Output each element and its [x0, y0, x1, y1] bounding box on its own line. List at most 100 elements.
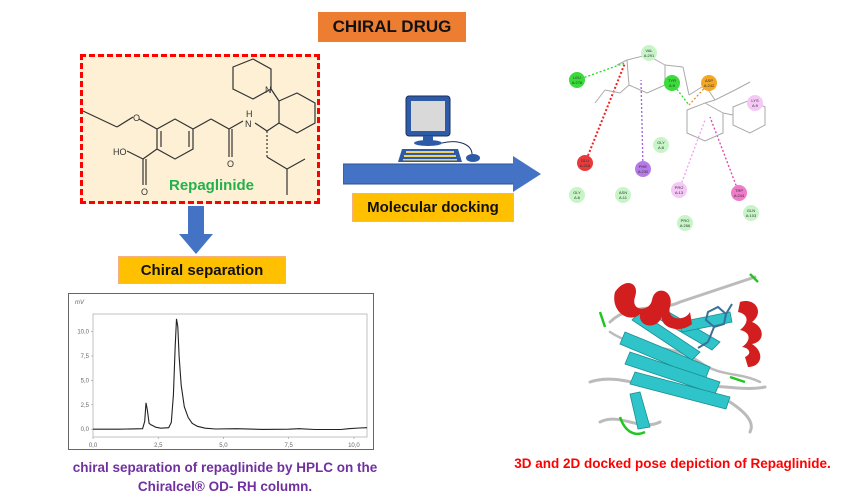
residue-name: GLN: [747, 208, 755, 213]
residue-circle: [653, 137, 669, 153]
residue-name: TRP: [735, 188, 743, 193]
residue-circle: [731, 185, 747, 201]
residue-circle: [635, 161, 651, 177]
atom-label-n: N: [245, 119, 252, 129]
residue-id: A:244: [734, 193, 745, 198]
phenyl-ring: [278, 92, 316, 134]
residue-name: VAL: [645, 48, 653, 53]
y-tick-label: 2,5: [81, 403, 90, 409]
x-tick-label: 7,5: [285, 443, 294, 449]
residue-id: A:276: [572, 80, 583, 85]
y-axis-label: mV: [75, 300, 85, 306]
residue-circle: [577, 155, 593, 171]
residue-id: A:11: [619, 195, 628, 200]
residue-name: GLY: [657, 140, 665, 145]
interaction-line: [709, 116, 740, 194]
docking-caption: 3D and 2D docked pose depiction of Repag…: [514, 456, 831, 471]
hplc-caption: chiral separation of repaglinide by HPLC…: [60, 458, 390, 496]
residue-name: LEU: [573, 75, 581, 80]
desktop-computer-icon: [398, 95, 480, 162]
hplc-chromatogram-frame: mVmin0,02,55,07,510,00,02,55,07,510,0: [68, 293, 374, 456]
x-tick-label: 0,0: [89, 443, 98, 449]
atom-label-o: O: [227, 159, 234, 169]
residue-name: ASP: [705, 78, 713, 83]
residue-circle: [701, 75, 717, 91]
residue-circle: [569, 72, 585, 88]
residue-name: TYR: [668, 78, 676, 83]
residue-id: A:6: [574, 195, 581, 200]
x-tick-label: 5,0: [219, 443, 228, 449]
residue-name: GLY: [573, 190, 581, 195]
residue-id: A:230: [638, 169, 649, 174]
x-tick-label: 10,0: [348, 443, 360, 449]
arrow-right-icon: [343, 156, 541, 192]
residue-name: ASN: [619, 190, 627, 195]
residue-circle: [743, 205, 759, 221]
residue-circle: [615, 187, 631, 203]
residue-circle: [641, 45, 657, 61]
ligand-sticks: [697, 303, 733, 349]
residue-id: A:13: [675, 190, 684, 195]
interaction-line: [576, 62, 626, 81]
interaction-line: [640, 79, 644, 170]
interaction-line: [584, 62, 626, 164]
y-tick-label: 5,0: [81, 378, 90, 384]
residue-name: GLU: [581, 158, 589, 163]
residue-name: LYS: [751, 98, 759, 103]
residue-circle: [671, 182, 687, 198]
residue-name: PRO: [675, 185, 684, 190]
molecule-structure-box: O HO O O N H N Repaglinide: [80, 54, 320, 204]
benzoic-ring: [156, 118, 194, 160]
residue-circle: [747, 95, 763, 111]
interaction-line: [678, 119, 706, 191]
ligand-skeleton: [594, 54, 766, 142]
residue-circle: [664, 75, 680, 91]
residue-name: PRO: [681, 218, 690, 223]
repaglinide-structure: O HO O O N H N: [82, 58, 316, 197]
hplc-caption-line2: Chiralcel® OD- RH column.: [137, 479, 313, 494]
atom-label-ho: HO: [113, 147, 127, 157]
atom-label-n: N: [265, 85, 272, 95]
residue-circle: [569, 187, 585, 203]
residue-id: A:291: [644, 53, 655, 58]
hplc-caption-line1: chiral separation of repaglinide by HPLC…: [72, 460, 378, 475]
atom-label-o: O: [133, 113, 140, 123]
docking-3d-protein-structure: [588, 273, 767, 436]
atom-label-o: O: [141, 187, 148, 197]
atom-label-h: H: [246, 109, 253, 119]
residue-id: A:103: [746, 213, 757, 218]
plot-area: [92, 313, 368, 438]
molecular-docking-label: Molecular docking: [352, 193, 514, 222]
residue-id: A:9: [669, 83, 676, 88]
arrow-down-icon: [179, 206, 213, 254]
y-tick-label: 10,0: [77, 330, 89, 336]
residue-id: A:8: [658, 145, 665, 150]
y-tick-label: 0,0: [81, 427, 90, 433]
diagram-title: CHIRAL DRUG: [318, 12, 466, 42]
chromatogram-line: [93, 318, 368, 431]
residue-circle: [677, 215, 693, 231]
hplc-chromatogram-chart: mVmin0,02,55,07,510,00,02,55,07,510,0: [75, 300, 368, 456]
residue-name: PHE: [639, 164, 648, 169]
residue-id: A:218: [580, 163, 591, 168]
chiral-separation-label: Chiral separation: [118, 256, 286, 284]
residue-id: A:242: [704, 83, 715, 88]
residue-id: A:9: [752, 103, 759, 108]
y-tick-label: 7,5: [81, 354, 90, 360]
residue-id: A:266: [680, 223, 691, 228]
